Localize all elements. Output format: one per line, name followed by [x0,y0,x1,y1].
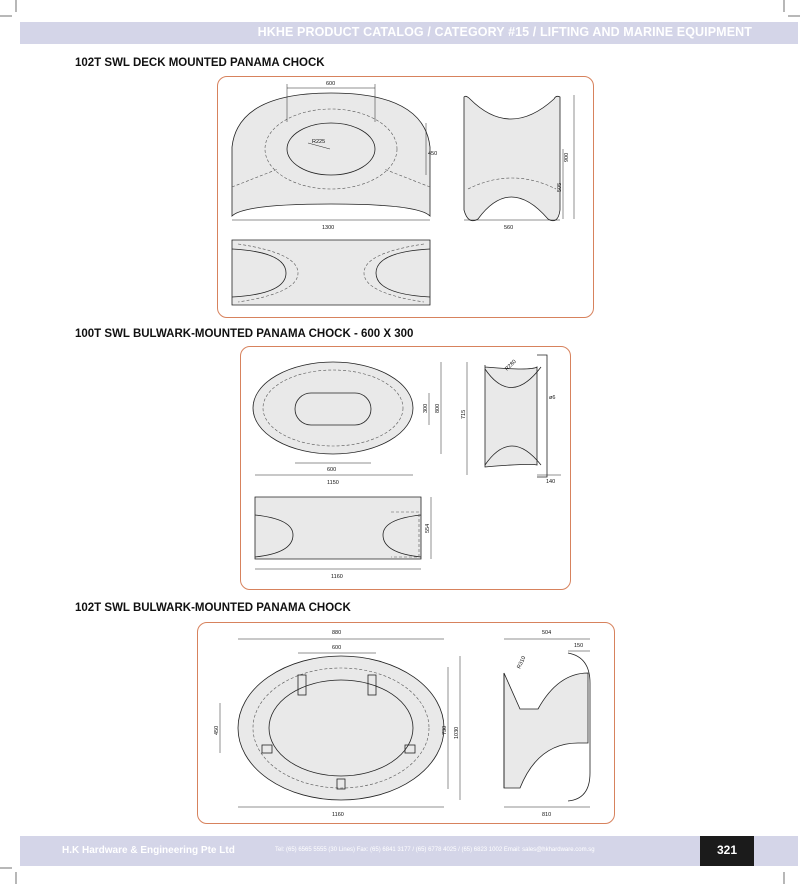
dim-label: 560 [504,225,513,231]
section-title-deck-mounted-chock: 102T SWL DECK MOUNTED PANAMA CHOCK [75,57,325,69]
dim-label: 600 [332,645,341,651]
page-number-box [700,836,754,866]
dim-label: 600 [326,81,335,87]
drawing-panel-deck-mounted-chock: 600 R225 450 1300 900 505 560 [217,76,594,318]
dim-label: 800 [435,404,441,413]
drawing-panel-bulwark-600x300: 300 800 715 600 1150 R280 ø6 140 554 116… [240,346,571,590]
dim-label: R310 [516,655,527,669]
dim-label: 600 [327,467,336,473]
header-bar [20,22,798,44]
dim-label: 1160 [331,574,343,580]
dim-label: 810 [542,812,551,818]
dim-label: 730 [442,726,448,735]
dim-label: 1150 [327,480,339,486]
dim-label: ø6 [549,395,555,401]
dim-label: 450 [214,726,220,735]
dim-label: 300 [423,404,429,413]
dim-label: 505 [557,183,563,192]
technical-drawing-bulwark-600x300: 300 800 715 600 1150 R280 ø6 140 554 116… [252,354,561,580]
dim-label: 900 [564,153,570,162]
dim-label: R225 [312,139,325,145]
section-title-bulwark-600x300: 100T SWL BULWARK-MOUNTED PANAMA CHOCK - … [75,328,414,340]
dim-label: 1160 [332,812,344,818]
dim-label: 140 [546,479,555,485]
dim-label: 450 [428,151,437,157]
footer-bar [20,836,798,866]
dim-label: 1300 [322,225,334,231]
dim-label: 504 [542,630,551,636]
dim-label: 1030 [454,727,460,739]
catalog-header-title: HKHE PRODUCT CATALOG / CATEGORY #15 / LI… [257,25,752,39]
drawing-panel-bulwark-102t: 880 600 450 730 1030 1160 504 150 R310 8… [197,622,615,824]
dim-label: 715 [461,410,467,419]
section-title-bulwark-102t: 102T SWL BULWARK-MOUNTED PANAMA CHOCK [75,602,351,614]
technical-drawing-bulwark-102t: 880 600 450 730 1030 1160 504 150 R310 8… [214,630,591,818]
dim-label: 554 [425,524,431,533]
dim-label: 150 [574,643,583,649]
page-number: 321 [716,843,738,857]
technical-drawing-deck-mounted: 600 R225 450 1300 900 505 560 [231,81,575,306]
dim-label: 880 [332,630,341,636]
footer-company-name: H.K Hardware & Engineering Pte Ltd [62,845,235,856]
footer-contact-info: Tel: (65) 6565 5555 (30 Lines) Fax: (65)… [275,847,595,853]
